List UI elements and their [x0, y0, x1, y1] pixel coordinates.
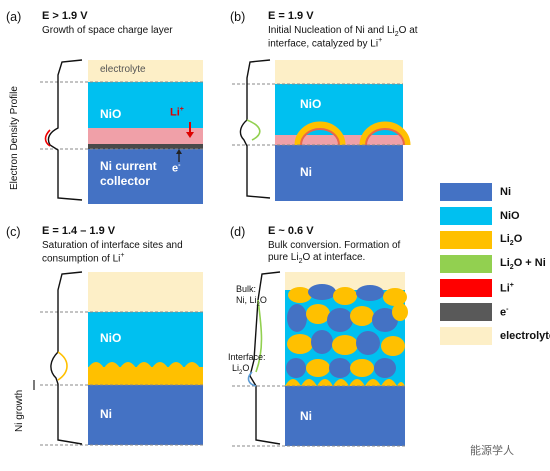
panel-c-side-label: Ni growth [14, 389, 25, 432]
panel-c-nio-label: NiO [100, 331, 122, 345]
panel-b-caption-1: Initial Nucleation of Ni and Li2O at [268, 25, 418, 38]
panel-c-density-curve [50, 271, 83, 445]
panel-c-caption-2: consumption of Li+ [42, 252, 125, 265]
panel-b-caption-2: interface, catalyzed by Li+ [268, 37, 383, 50]
panel-c-ni-layer [88, 385, 203, 445]
panel-d-density-li2o [247, 371, 257, 387]
panel-a-nio-layer [88, 82, 203, 137]
legend-swatch-nio [440, 207, 492, 225]
panel-b-nucleus-1 [294, 121, 346, 146]
panel-d-density-li2o-ni [255, 299, 263, 373]
panel-c-li2o-bumps [88, 362, 203, 372]
panel-d-bulk-label: Bulk: [236, 284, 257, 294]
panel-b-ni-label: Ni [300, 165, 312, 179]
legend-swatch-li2o [440, 231, 492, 249]
panel-a-ni-layer [88, 149, 203, 204]
panel-a-li-arrowhead [186, 132, 194, 138]
panel-a-e-arrowhead [176, 149, 182, 154]
legend-item-li2o: Li2O [440, 231, 522, 249]
legend-swatch-li-ion [440, 279, 492, 297]
legend-item-ni: Ni [440, 183, 511, 201]
panel-b-energy: E = 1.9 V [268, 10, 314, 22]
legend-item-electrolyte: electrolyte [440, 327, 550, 345]
panel-a-electrolyte-layer [88, 60, 203, 82]
watermark: 能源学人 [470, 445, 514, 457]
panel-a-space-charge-layer [88, 128, 203, 146]
panel-b-electrolyte-layer [275, 60, 403, 84]
panel-a-label: (a) [6, 10, 22, 24]
panel-b-nio-label: NiO [300, 97, 322, 111]
panel-d-particles [285, 284, 408, 386]
panel-b-nucleus-2 [359, 121, 411, 146]
panel-a-electron-layer [88, 144, 203, 149]
panel-c-density-li2o [57, 351, 68, 381]
panel-a-ni-label-1: Ni current [100, 159, 157, 173]
panel-c-caption-1: Saturation of interface sites and [42, 240, 183, 251]
panel-d-caption-2: pure Li2O at interface. [268, 252, 366, 265]
panel-c-ni-label: Ni [100, 407, 112, 421]
panel-a-nio-label: NiO [100, 107, 122, 121]
panel-b-nucleus-1-edge [300, 128, 340, 146]
legend-swatch-li2o-ni [440, 255, 492, 273]
panel-b-ni-layer [275, 145, 403, 201]
panel-b-label: (b) [230, 10, 246, 24]
panel-c-energy: E = 1.4 – 1.9 V [42, 225, 116, 237]
panel-c-nio-layer [88, 312, 203, 367]
panel-a-density-li [44, 129, 51, 147]
panel-a-li-label: Li+ [170, 106, 184, 119]
legend-item-li-ion: Li+ [440, 279, 514, 297]
panel-a-electrolyte-label: electrolyte [100, 64, 146, 75]
panel-b-density-li2o-ni [246, 119, 261, 141]
panel-c-electrolyte-layer [88, 272, 203, 312]
panel-a-energy: E > 1.9 V [42, 10, 88, 22]
panel-a-density-curve [47, 59, 83, 201]
panel-c-label: (c) [6, 225, 21, 239]
legend-item-li2o-ni: Li2O + Ni [440, 255, 546, 273]
panel-d-density-curve [249, 271, 281, 445]
legend-item-electron: e- [440, 303, 508, 321]
panel-a-caption: Growth of space charge layer [42, 25, 173, 36]
panel-d-label: (d) [230, 225, 246, 239]
panel-d-caption-1: Bulk conversion. Formation of [268, 240, 401, 251]
legend-swatch-ni [440, 183, 492, 201]
legend-swatch-electron [440, 303, 492, 321]
panel-d-ni-label: Ni [300, 409, 312, 423]
legend-item-nio: NiO [440, 207, 520, 225]
panel-d-bulk-label-2: Ni, Li2O [236, 295, 267, 308]
panel-b-density-curve [239, 59, 271, 199]
panel-a-e-label: e- [172, 162, 181, 175]
panel-d-energy: E ~ 0.6 V [268, 225, 314, 237]
legend-swatch-electrolyte [440, 327, 492, 345]
panel-d-ni-layer [285, 386, 405, 446]
panel-b-nucleus-2-edge [365, 128, 405, 146]
panel-d-interface-label-2: Li2O [232, 363, 250, 376]
panel-a-ni-label-2: collector [100, 174, 151, 188]
panel-d-interface-label: Interface: [228, 352, 266, 362]
